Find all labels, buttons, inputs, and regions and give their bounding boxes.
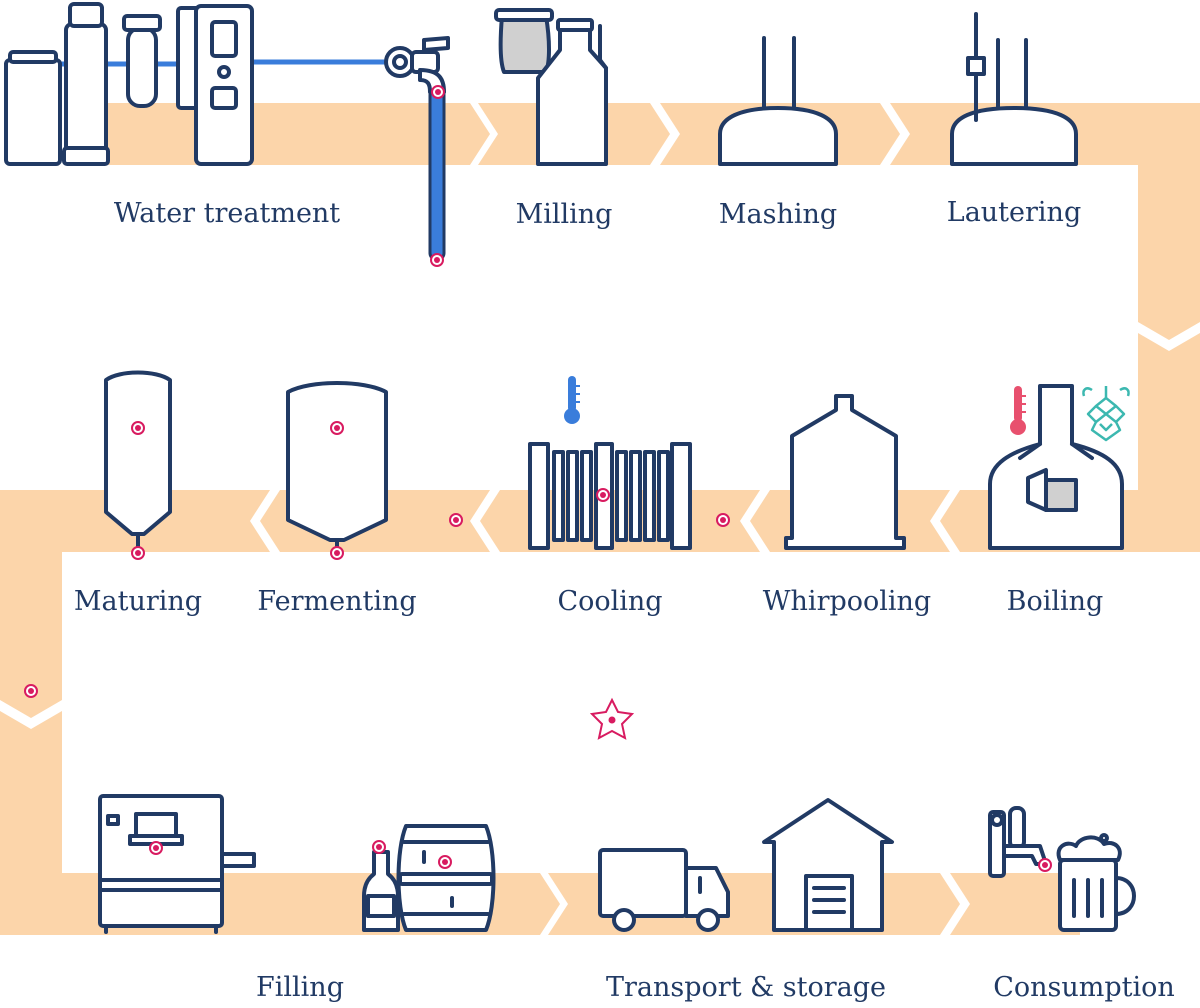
hops-icon — [1082, 386, 1130, 442]
path-segment-right-upper — [1138, 103, 1200, 340]
keg-icon — [396, 824, 496, 932]
marker-bottle — [372, 840, 386, 854]
path-segment-left-upper — [0, 490, 62, 718]
path-segment-consumption — [950, 873, 1080, 935]
label-lautering: Lautering — [946, 197, 1082, 228]
fermenter-icon — [286, 381, 388, 554]
bottle-icon — [362, 850, 400, 932]
label-mashing: Mashing — [718, 199, 838, 230]
marker-tap — [431, 85, 445, 99]
label-maturing: Maturing — [73, 586, 203, 617]
label-transport-storage: Transport & storage — [606, 972, 886, 1003]
thermometer-icon — [1010, 386, 1026, 435]
marker-path-fermenting — [449, 513, 463, 527]
star-icon — [589, 697, 635, 740]
marker-tap-consumption — [1038, 858, 1052, 872]
mill-icon — [494, 8, 608, 166]
label-cooling: Cooling — [557, 586, 663, 617]
water-filter-icon — [4, 2, 392, 166]
cooler-icon — [528, 442, 692, 550]
label-milling: Milling — [515, 199, 613, 230]
whirlpool-icon — [784, 394, 906, 550]
marker-left-path — [24, 684, 38, 698]
kettle-icon — [988, 384, 1124, 550]
marker-fermenting-top — [330, 421, 344, 435]
lauter-tun-icon — [950, 12, 1078, 166]
marker-cooler — [596, 488, 610, 502]
beer-mug-icon — [1056, 833, 1136, 932]
marker-keg — [438, 855, 452, 869]
tap-icon — [384, 36, 450, 262]
marker-maturing-top — [131, 421, 145, 435]
marker-maturing-outlet — [131, 546, 145, 560]
process-markers — [24, 85, 1052, 872]
label-consumption: Consumption — [993, 972, 1175, 1003]
marker-filling — [149, 841, 163, 855]
filling-machine-icon — [98, 794, 256, 934]
warehouse-icon — [762, 798, 894, 932]
marker-fermenting-outlet — [330, 546, 344, 560]
marker-path-cooling — [716, 513, 730, 527]
label-boiling: Boiling — [1006, 586, 1104, 617]
marker-hose-end — [430, 253, 444, 267]
label-fermenting: Fermenting — [257, 586, 417, 617]
beer-tap-icon — [988, 806, 1048, 878]
label-whirpooling: Whirpooling — [762, 586, 932, 617]
mash-tun-icon — [718, 36, 838, 166]
thermometer-cold-icon — [564, 376, 580, 424]
label-water-treatment: Water treatment — [113, 198, 341, 229]
maturing-tank-icon — [104, 370, 172, 554]
label-filling: Filling — [256, 972, 344, 1003]
truck-icon — [598, 848, 730, 932]
